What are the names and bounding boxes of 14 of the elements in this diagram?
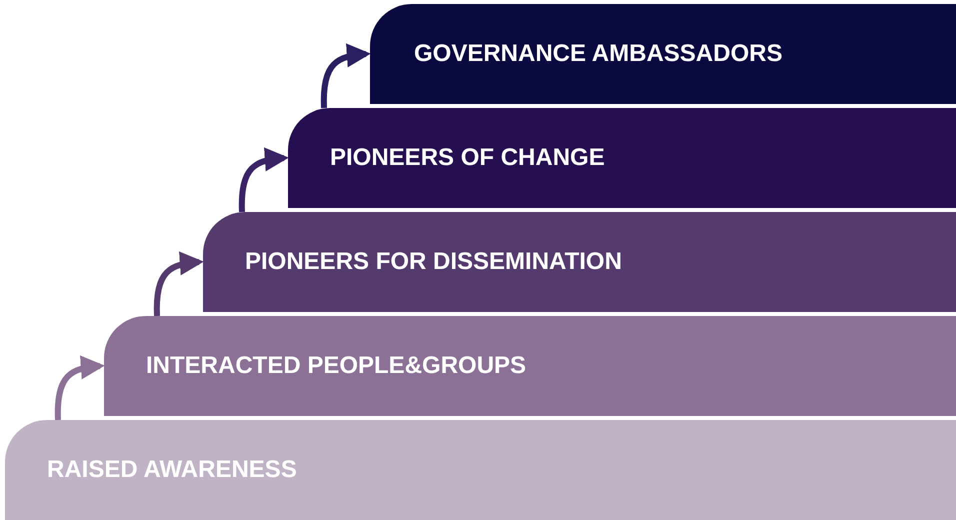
curved-arrow [154, 252, 204, 316]
step-label: PIONEERS OF CHANGE [330, 144, 605, 172]
step-bar [288, 108, 956, 208]
step-label: INTERACTED PEOPLE&GROUPS [146, 352, 526, 380]
step-label: PIONEERS FOR DISSEMINATION [245, 248, 622, 276]
step-label: GOVERNANCE AMBASSADORS [414, 40, 782, 68]
curved-arrow [54, 356, 105, 420]
step-label: RAISED AWARENESS [47, 456, 297, 484]
step-bar [5, 420, 956, 520]
step-bar [104, 316, 956, 416]
curved-arrow [320, 44, 371, 108]
step-bar [370, 4, 956, 104]
step-bar [203, 212, 956, 312]
curved-arrow [238, 148, 289, 212]
